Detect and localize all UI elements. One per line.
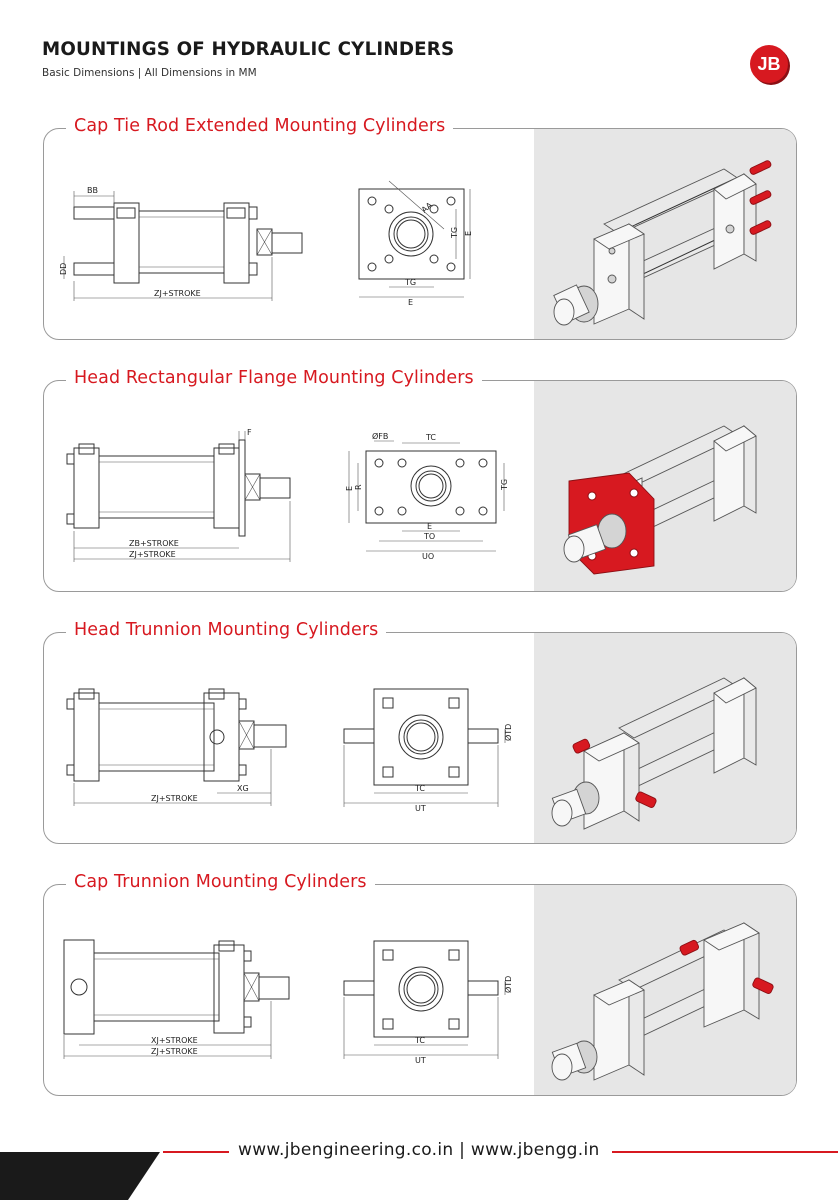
section-title: Cap Tie Rod Extended Mounting Cylinders (74, 116, 446, 136)
end-view-drawing: ØTD TC UT (343, 940, 513, 1065)
dim-e-h: E (427, 522, 432, 531)
cylinder-render-image (563, 425, 757, 575)
dim-uo: UO (422, 552, 434, 561)
section-title: Head Trunnion Mounting Cylinders (74, 620, 379, 640)
section-head-rectangular-flange: Head Rectangular Flange Mounting Cylinde… (43, 368, 797, 592)
dim-ut: UT (415, 1056, 426, 1065)
section-title-wrap: Cap Tie Rod Extended Mounting Cylinders (66, 116, 454, 136)
section-cap-trunnion: Cap Trunnion Mounting Cylinders XJ+STROK… (43, 872, 797, 1096)
page-subtitle: Basic Dimensions | All Dimensions in MM (42, 67, 257, 79)
product-photo-panel (534, 129, 796, 339)
side-view-drawing: BB DD ZJ+STROKE (59, 186, 303, 301)
end-view-drawing: ØTD TC UT (343, 688, 513, 813)
side-view-drawing: F ZB+STROKE ZJ+STROKE (66, 428, 291, 562)
dim-tg-v: TG (450, 227, 459, 239)
dim-td: ØTD (503, 724, 513, 741)
section-head-trunnion: Head Trunnion Mounting Cylinders XG ZJ+S… (43, 620, 797, 844)
end-view-drawing: AA TG E TG E (358, 180, 473, 307)
cylinder-render-image (551, 677, 757, 830)
footer-websites[interactable]: www.jbengineering.co.in | www.jbengg.in (238, 1140, 600, 1160)
dim-zj-stroke: ZJ+STROKE (151, 794, 198, 803)
section-title-wrap: Head Rectangular Flange Mounting Cylinde… (66, 368, 482, 388)
footer-decoration (0, 1152, 160, 1200)
dim-zj-stroke: ZJ+STROKE (129, 550, 176, 559)
product-photo-panel (534, 885, 796, 1095)
dim-td: ØTD (503, 976, 513, 993)
footer-divider-left (163, 1151, 229, 1153)
dim-xg: XG (237, 784, 249, 793)
jb-logo: JB (750, 45, 788, 83)
product-photo-panel (534, 381, 796, 591)
dim-zj-stroke: ZJ+STROKE (151, 1047, 198, 1056)
cylinder-render-image (553, 160, 772, 326)
dim-e-h: E (408, 298, 413, 307)
dim-bb: BB (87, 186, 98, 195)
cylinder-render-image (551, 922, 774, 1081)
side-view-drawing: XJ+STROKE ZJ+STROKE (63, 939, 290, 1059)
dim-zj-stroke: ZJ+STROKE (154, 289, 201, 298)
dim-zb-stroke: ZB+STROKE (129, 539, 179, 548)
dim-f: F (247, 428, 252, 437)
dim-e-v: E (464, 231, 473, 236)
dim-r: R (354, 484, 363, 490)
dim-e-v: E (345, 486, 354, 491)
section-cap-tie-rod-extended: Cap Tie Rod Extended Mounting Cylinders … (43, 116, 797, 340)
footer-divider-right (612, 1151, 838, 1153)
dim-to: TO (423, 532, 435, 541)
product-photo-panel (534, 633, 796, 843)
dim-tc: TC (425, 433, 436, 442)
side-view-drawing: XG ZJ+STROKE (66, 688, 287, 806)
section-title: Cap Trunnion Mounting Cylinders (74, 872, 367, 892)
dim-dd: DD (59, 263, 68, 275)
dim-tc: TC (414, 1036, 425, 1045)
dim-fb: ØFB (372, 431, 388, 441)
dim-ut: UT (415, 804, 426, 813)
section-title-wrap: Head Trunnion Mounting Cylinders (66, 620, 387, 640)
dim-tg: TG (500, 479, 509, 491)
page-title: MOUNTINGS OF HYDRAULIC CYLINDERS (42, 38, 455, 60)
end-view-drawing: ØFB TC E R TG E TO UO (345, 431, 509, 561)
section-title: Head Rectangular Flange Mounting Cylinde… (74, 368, 474, 388)
dim-tg-h: TG (404, 278, 416, 287)
dim-tc: TC (414, 784, 425, 793)
section-title-wrap: Cap Trunnion Mounting Cylinders (66, 872, 375, 892)
dim-xj-stroke: XJ+STROKE (151, 1036, 198, 1045)
